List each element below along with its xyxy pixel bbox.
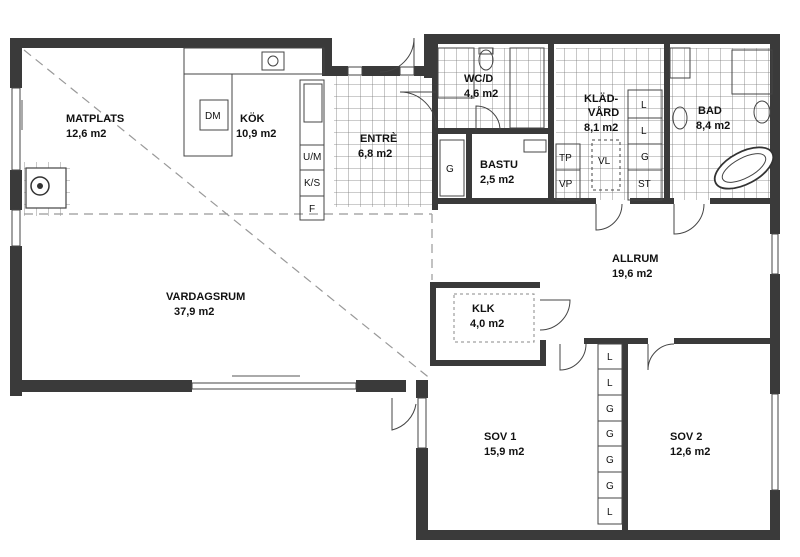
wardrobe-6: L [607,507,613,518]
room-name-matplats: MATPLATS [66,113,124,125]
room-area-entre: 6,8 m2 [358,148,392,160]
wardrobe-5: G [606,481,614,492]
klk-outline [453,293,535,343]
fixture-entre-g: G [446,164,454,175]
room-area-allrum: 19,6 m2 [612,268,652,280]
kladvard-cabinets [439,89,663,201]
zone-dividers [23,49,433,381]
room-area-sov1: 15,9 m2 [484,446,524,458]
fireplace-icon [25,167,67,209]
room-area-kladvard: 8,1 m2 [584,122,618,134]
room-name-bad: BAD [698,105,722,117]
room-name-sov2: SOV 2 [670,431,702,443]
fixture-kladvard-l1: L [641,100,647,111]
room-name-bastu: BASTU [480,159,518,171]
fixture-kladvard-l2: L [641,126,647,137]
fixture-f: F [309,204,315,215]
room-area-klk: 4,0 m2 [470,318,504,330]
fixture-um: U/M [303,152,321,163]
room-area-bastu: 2,5 m2 [480,174,514,186]
room-area-sov2: 12,6 m2 [670,446,710,458]
walls [10,34,780,540]
wardrobe-0: L [607,352,613,363]
room-name-klk: KLK [472,303,495,315]
kitchen-cabinets [183,47,325,221]
room-name-wcd: WC/D [464,73,493,85]
wardrobe-3: G [606,429,614,440]
wardrobe-4: G [606,455,614,466]
bathroom-fixtures [437,47,775,190]
wardrobe [597,343,623,525]
wardrobe-1: L [607,378,613,389]
fixture-kladvard-vp: VP [559,179,573,190]
room-name-kladvard-2: VÅRD [588,106,619,119]
room-name-allrum: ALLRUM [612,253,658,265]
room-name-kladvard-1: KLÄD- [584,92,619,105]
fixture-kladvard-st: ST [638,179,651,190]
room-area-bad: 8,4 m2 [696,120,730,132]
fixture-labels: DM U/M K/S F G L L TP VL G VP ST L L G G… [205,100,651,518]
room-name-vardagsrum: VARDAGSRUM [166,291,245,303]
fixture-ks: K/S [304,178,320,189]
fixture-dm: DM [205,111,221,122]
fixture-kladvard-vl: VL [598,156,611,167]
fixture-kladvard-g: G [641,152,649,163]
wardrobe-2: G [606,404,614,415]
room-name-entre: ENTRÈ [360,132,397,145]
room-area-matplats: 12,6 m2 [66,128,106,140]
room-area-wcd: 4,6 m2 [464,88,498,100]
room-name-sov1: SOV 1 [484,431,516,443]
room-area-vardagsrum: 37,9 m2 [174,306,214,318]
room-area-kok: 10,9 m2 [236,128,276,140]
fixture-kladvard-tp: TP [559,153,572,164]
door-swings [379,37,705,431]
room-labels: MATPLATS 12,6 m2 KÖK 10,9 m2 ENTRÈ 6,8 m… [66,73,730,458]
room-name-kok: KÖK [240,112,265,125]
